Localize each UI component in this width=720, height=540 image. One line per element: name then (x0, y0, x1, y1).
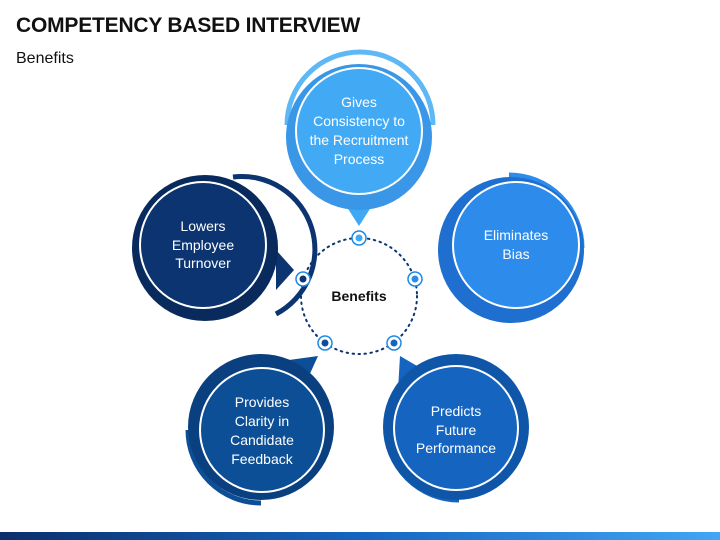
benefit-node-clarity (185, 354, 334, 506)
benefit-label-performance: Predicts Future Performance (415, 402, 497, 457)
connector-dot (407, 271, 423, 287)
benefit-node-bias (438, 172, 585, 323)
benefit-label-bias: Eliminates Bias (483, 227, 549, 262)
page-subtitle: Benefits (16, 50, 74, 67)
benefit-node-consistency (284, 49, 436, 226)
connector-dot (386, 335, 402, 351)
center-label: Benefits (331, 288, 387, 304)
node-pointer (276, 250, 294, 290)
benefit-node-performance (383, 354, 529, 503)
connector-dot (351, 230, 367, 246)
node-inner-circle (139, 181, 267, 309)
page-title: COMPETENCY BASED INTERVIEW (16, 14, 361, 37)
node-inner-circle (452, 181, 580, 309)
connector-dot (317, 335, 333, 351)
node-inner-circle (393, 365, 519, 491)
node-outer-arc (284, 49, 436, 126)
node-pointer (289, 356, 318, 378)
node-outer-arc (232, 173, 318, 317)
node-inner-circle (295, 67, 423, 195)
connector-dot (295, 271, 311, 287)
benefit-node-turnover (132, 173, 318, 321)
benefit-label-consistency: Gives Consistency to the Recruitment Pro… (309, 94, 409, 167)
benefit-label-clarity: Provides Clarity in Candidate Feedback (230, 394, 294, 467)
bottom-accent-bar (0, 532, 720, 540)
node-inner-circle (199, 367, 325, 493)
benefit-label-turnover: Lowers Employee Turnover (171, 217, 235, 272)
node-outer-arc (185, 429, 262, 506)
